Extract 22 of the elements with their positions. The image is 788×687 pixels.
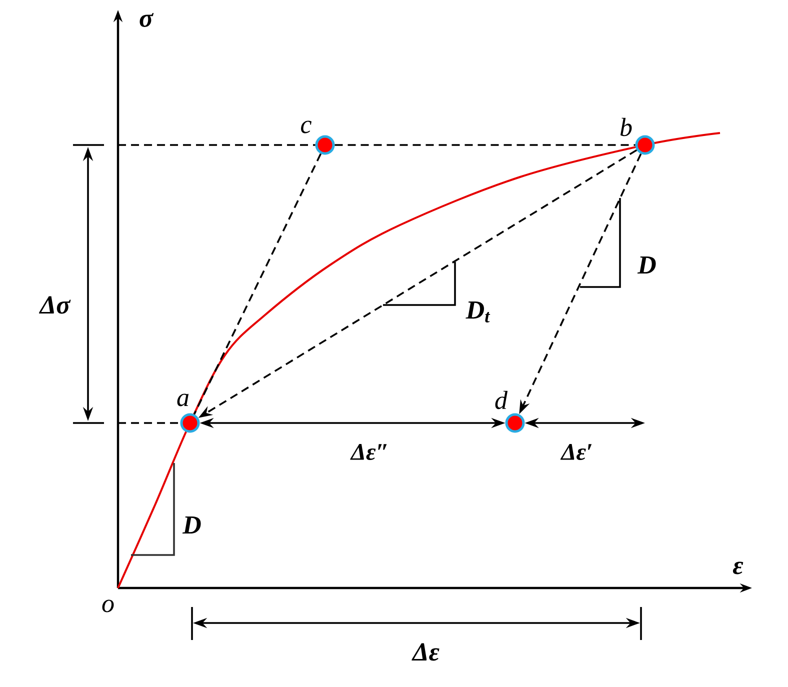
connector bbox=[193, 153, 322, 415]
axis-label: D$_{t}$ bbox=[466, 302, 490, 322]
edge-label: Δε′ bbox=[559, 442, 595, 462]
axis-label: o bbox=[102, 600, 114, 612]
point-label: b bbox=[620, 118, 632, 136]
axis-label: Δε bbox=[412, 643, 440, 661]
point-marker bbox=[180, 413, 200, 433]
point-label: d bbox=[495, 390, 508, 410]
axis-label: D bbox=[637, 256, 656, 274]
axis-label: σ bbox=[140, 13, 154, 27]
point-marker bbox=[315, 135, 335, 155]
edge-label: Δε″ bbox=[348, 442, 392, 462]
axis-label: D bbox=[182, 516, 201, 534]
connector bbox=[118, 422, 180, 424]
point-label: a bbox=[177, 394, 189, 406]
axis-label: ε bbox=[732, 562, 744, 574]
point-marker bbox=[505, 413, 525, 433]
connector bbox=[118, 144, 316, 146]
connector bbox=[334, 144, 636, 146]
axis-label: Δσ bbox=[38, 296, 71, 314]
point-marker bbox=[635, 135, 655, 155]
point-label: c bbox=[301, 120, 312, 134]
